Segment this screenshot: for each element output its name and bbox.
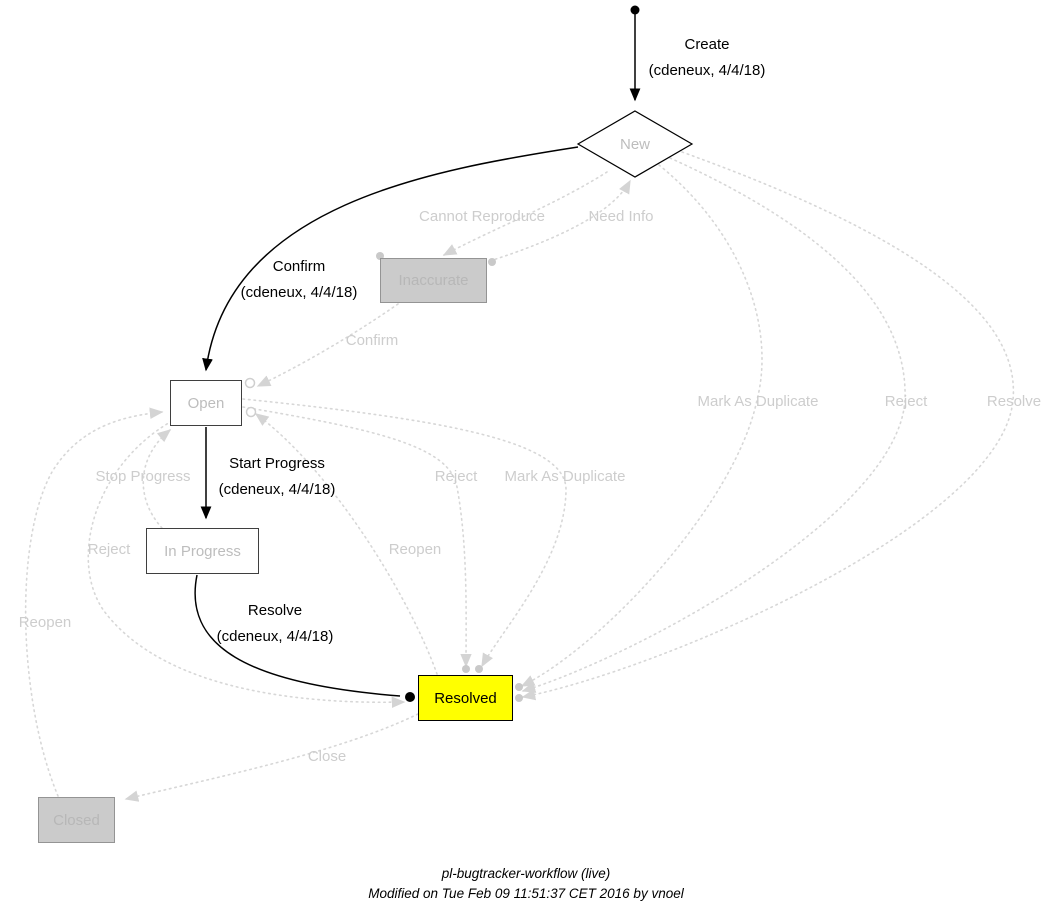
transition-label-reject-mid: Reject — [434, 468, 478, 485]
transition-create-name: Create — [684, 36, 730, 53]
edge-mark-as-duplicate-right — [520, 164, 763, 687]
transition-label-stop-progress: Stop Progress — [95, 468, 191, 485]
transition-label-start-progress: Start Progress (cdeneux, 4/4/18) — [187, 451, 367, 503]
node-inaccurate[interactable]: Inaccurate — [380, 258, 487, 303]
endpoint-dot-resolved-right2 — [515, 694, 523, 702]
edge-confirm-inactive — [256, 303, 399, 387]
diagram-footer: pl-bugtracker-workflow (live) Modified o… — [0, 864, 1052, 904]
edge-reject-mid — [242, 406, 472, 668]
transition-label-confirm-inactive: Confirm — [345, 332, 399, 349]
node-inaccurate-label: Inaccurate — [398, 272, 469, 289]
edge-resolve-endpoint-dot — [405, 692, 415, 702]
node-open[interactable]: Open — [170, 380, 242, 426]
node-in-progress-label: In Progress — [164, 542, 241, 560]
transition-confirm-name: Confirm — [272, 258, 326, 275]
node-resolved[interactable]: Resolved — [418, 675, 513, 721]
node-open-label: Open — [187, 394, 225, 412]
edge-mark-as-duplicate-mid — [242, 398, 567, 668]
footer-title: pl-bugtracker-workflow (live) — [441, 866, 611, 881]
transition-label-create: Create (cdeneux, 4/4/18) — [617, 32, 797, 84]
edge-resolve-right — [521, 151, 1015, 701]
transition-label-reject-left: Reject — [87, 541, 131, 558]
transition-label-reopen-left: Reopen — [18, 614, 72, 631]
transition-label-need-info: Need Info — [588, 208, 654, 225]
node-new-label[interactable]: New — [619, 136, 650, 153]
transition-start-progress-name: Start Progress — [229, 455, 325, 472]
transition-confirm-meta: (cdeneux, 4/4/18) — [240, 284, 358, 301]
transition-resolve-meta: (cdeneux, 4/4/18) — [216, 628, 334, 645]
endpoint-dot-resolved-right1 — [515, 683, 523, 691]
node-resolved-label: Resolved — [434, 689, 497, 707]
transition-label-reject-right: Reject — [884, 393, 928, 410]
transition-start-progress-meta: (cdeneux, 4/4/18) — [218, 481, 336, 498]
start-node-dot — [630, 5, 640, 15]
transition-label-resolve-right: Resolve — [986, 393, 1042, 410]
endpoint-circle-open-bottom — [245, 406, 257, 418]
endpoint-dot-resolved-top1 — [462, 665, 470, 673]
transition-label-mark-as-duplicate-right: Mark As Duplicate — [697, 393, 819, 410]
edge-confirm-active — [202, 146, 579, 372]
transition-label-confirm: Confirm (cdeneux, 4/4/18) — [209, 254, 389, 306]
node-new-shape[interactable] — [576, 110, 694, 178]
footer-modified: Modified on Tue Feb 09 11:51:37 CET 2016… — [368, 886, 684, 901]
edge-stop-progress — [142, 429, 172, 529]
edge-reopen-left — [24, 407, 164, 797]
node-closed[interactable]: Closed — [38, 797, 115, 843]
transition-label-resolve: Resolve (cdeneux, 4/4/18) — [185, 598, 365, 650]
transition-create-meta: (cdeneux, 4/4/18) — [648, 62, 766, 79]
endpoint-dot-inaccurate-right — [488, 258, 496, 266]
edge-close — [124, 713, 419, 802]
node-closed-label: Closed — [53, 811, 100, 829]
edge-need-info — [489, 179, 631, 262]
edge-reject-left — [87, 420, 406, 709]
transition-label-reopen-mid: Reopen — [388, 541, 442, 558]
edge-reject-right — [521, 157, 906, 693]
edge-cannot-reproduce — [442, 171, 608, 256]
transition-resolve-name: Resolve — [247, 602, 303, 619]
edge-reopen-mid — [254, 413, 438, 675]
node-in-progress[interactable]: In Progress — [146, 528, 259, 574]
endpoint-dot-resolved-top2 — [475, 665, 483, 673]
transition-label-mark-as-duplicate-mid: Mark As Duplicate — [504, 468, 626, 485]
endpoint-circle-open-top — [244, 377, 256, 389]
edge-resolve-active — [194, 574, 401, 697]
transition-label-cannot-reproduce: Cannot Reproduce — [419, 208, 545, 225]
transition-label-close: Close — [307, 748, 347, 765]
